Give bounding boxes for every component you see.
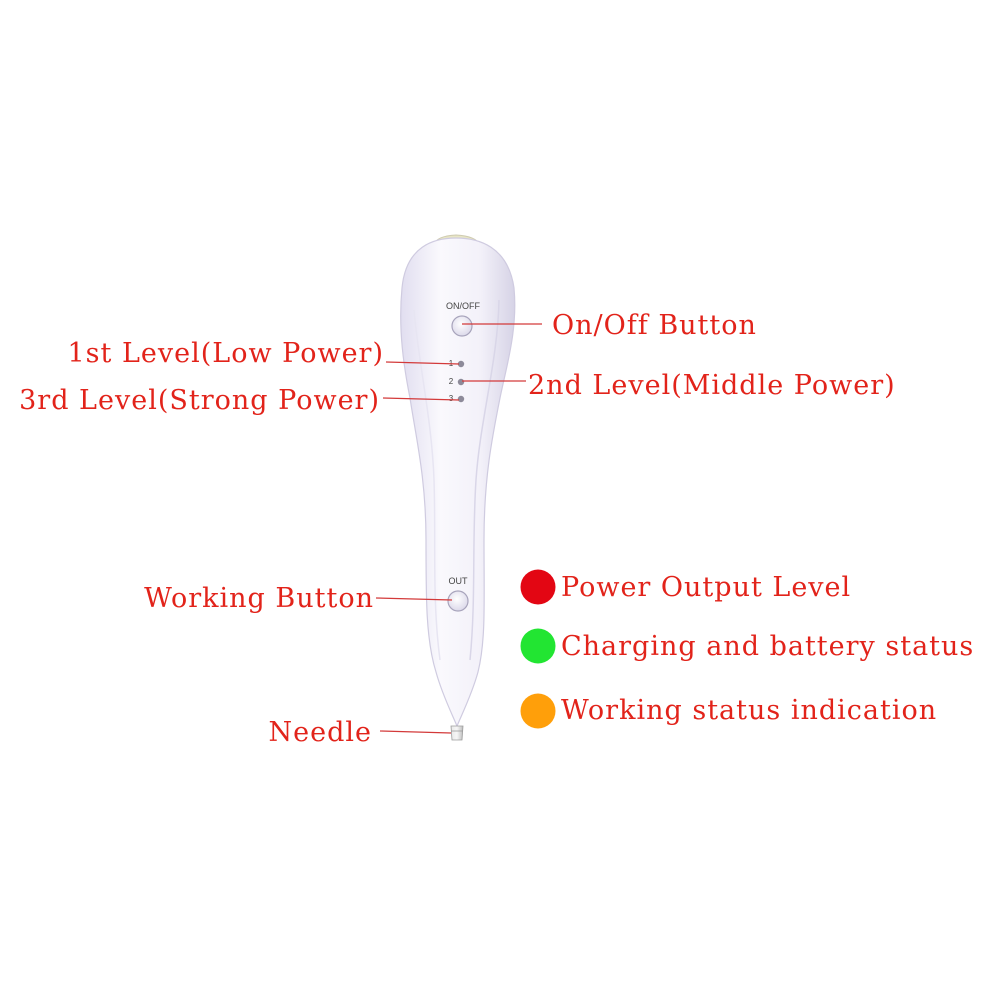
level2-callout: 2nd Level(Middle Power) [528, 370, 896, 401]
pen-body [400, 237, 516, 728]
level3-callout: 3rd Level(Strong Power) [19, 385, 380, 416]
legend-label-working-status: Working status indication [561, 695, 937, 726]
leader-level1 [385, 361, 460, 365]
legend-dot-green [520, 628, 556, 664]
legend-label-charging: Charging and battery status [561, 631, 974, 662]
working-button-callout: Working Button [144, 583, 374, 614]
pen-device: ON/OFF 1 2 3 OUT [400, 234, 516, 741]
level1-callout: 1st Level(Low Power) [67, 338, 384, 369]
level-number-3: 3 [449, 394, 454, 403]
on-off-button-callout: On/Off Button [552, 310, 757, 341]
working-button-label: OUT [449, 576, 469, 586]
pen-side-groove [469, 299, 500, 661]
pen-side-groove-left [413, 309, 441, 661]
working-button[interactable] [447, 590, 469, 612]
legend-dot-red [520, 569, 556, 605]
needle-tip [450, 725, 464, 741]
level-led-1 [457, 360, 465, 368]
legend-label-power-output: Power Output Level [561, 572, 851, 603]
leader-needle [379, 730, 452, 734]
callout-labels: On/Off Button 1st Level(Low Power) 2nd L… [19, 310, 896, 748]
level-number-2: 2 [449, 377, 454, 386]
power-button-label: ON/OFF [446, 301, 480, 311]
status-legend: Power Output Level Charging and battery … [520, 569, 974, 729]
level-led-2 [457, 378, 465, 386]
power-button[interactable] [451, 315, 473, 337]
leader-working [375, 597, 453, 601]
leader-lines [375, 323, 542, 734]
legend-dot-orange [520, 693, 556, 729]
needle-callout: Needle [269, 717, 372, 748]
level-led-3 [457, 395, 465, 403]
leader-level3 [382, 397, 460, 401]
